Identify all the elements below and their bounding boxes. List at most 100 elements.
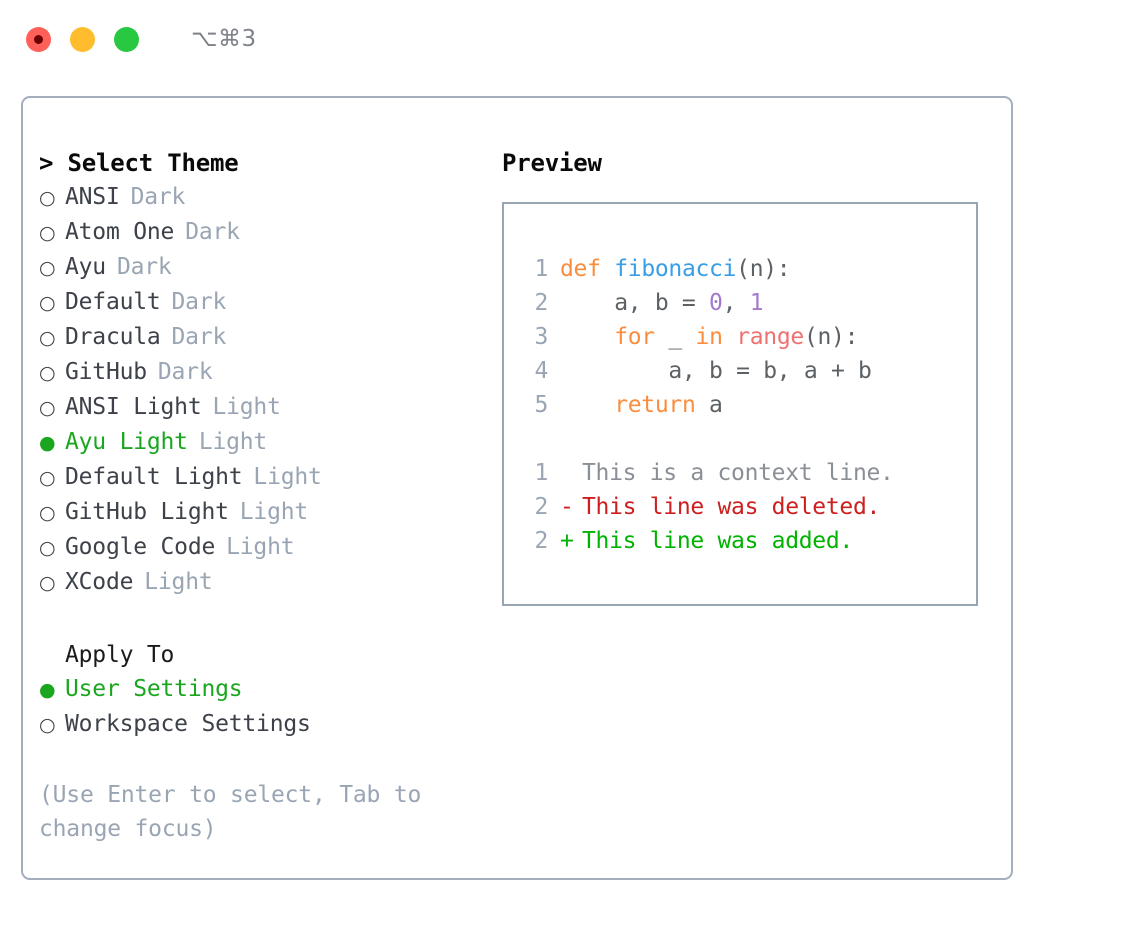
apply-to-list: ● User Settings ○ Workspace Settings <box>39 672 489 742</box>
code-line-text: a, b = b, a + b <box>560 354 872 388</box>
code-token: 1 <box>749 290 764 316</box>
radio-icon: ○ <box>39 572 56 594</box>
diff-lines: 1 This is a context line. 2-This line was… <box>518 456 970 558</box>
theme-option-google-code[interactable]: ○ Google Code Light <box>39 530 489 565</box>
line-number: 4 <box>534 358 548 384</box>
apply-to-option-label: User Settings <box>65 676 243 702</box>
code-token <box>560 392 614 418</box>
line-number: 1 <box>534 460 548 486</box>
theme-option-tag: Dark <box>157 359 213 385</box>
theme-option-label: Default <box>65 289 161 315</box>
apply-to-option-label: Workspace Settings <box>65 711 311 737</box>
radio-icon: ○ <box>39 292 56 314</box>
theme-option-ayu-light[interactable]: ● Ayu Light Light <box>39 425 489 460</box>
theme-option-default[interactable]: ○ Default Dark <box>39 285 489 320</box>
radio-icon: ○ <box>39 397 56 419</box>
theme-option-label: GitHub <box>65 359 147 385</box>
minimize-button[interactable] <box>70 26 95 52</box>
code-token <box>723 324 737 350</box>
line-number: 2 <box>534 528 548 554</box>
code-line: 5 return a <box>518 388 970 422</box>
theme-option-label: Ayu Light <box>65 429 188 455</box>
theme-option-label: Ayu <box>65 254 106 280</box>
code-line-text: return a <box>560 388 723 422</box>
code-token: a, b = <box>560 290 710 316</box>
code-token: a <box>695 392 723 418</box>
theme-option-label: ANSI Light <box>65 394 202 420</box>
theme-option-tag: Dark <box>185 219 240 245</box>
code-token: , <box>722 290 750 316</box>
theme-option-label: Atom One <box>65 219 175 245</box>
theme-option-tag: Light <box>198 429 268 455</box>
theme-option-tag: Dark <box>116 254 172 280</box>
line-number: 5 <box>534 392 548 418</box>
line-number: 3 <box>534 324 548 350</box>
code-line: 2 a, b = 0, 1 <box>518 286 970 320</box>
code-token: in <box>695 324 723 350</box>
theme-option-tag: Light <box>226 534 295 560</box>
code-token: 0 <box>709 290 723 316</box>
diff-line-text: This line was deleted. <box>582 494 881 520</box>
radio-icon: ○ <box>39 362 56 384</box>
maximize-button[interactable] <box>114 26 139 52</box>
code-blank-line <box>518 422 970 456</box>
title-bar: ⌥⌘3 <box>0 0 1140 78</box>
radio-selected-icon: ● <box>39 432 56 454</box>
radio-icon: ○ <box>39 467 56 489</box>
code-token: a, b = b, a + b <box>560 358 872 384</box>
line-number: 1 <box>534 256 548 282</box>
apply-to-option-workspace-settings[interactable]: ○ Workspace Settings <box>39 707 489 742</box>
code-token: (n): <box>803 324 859 350</box>
code-token <box>560 324 614 350</box>
code-token: return <box>614 392 696 418</box>
code-line: 4 a, b = b, a + b <box>518 354 970 388</box>
radio-icon: ○ <box>39 714 56 736</box>
code-line-text: for _ in range(n): <box>560 320 858 354</box>
code-line: 3 for _ in range(n): <box>518 320 970 354</box>
spacer <box>39 600 489 638</box>
code-token <box>601 256 615 282</box>
code-line-text: a, b = 0, 1 <box>560 286 763 320</box>
code-line-text: def fibonacci(n): <box>560 252 791 286</box>
code-token: range <box>736 324 804 350</box>
theme-option-tag: Dark <box>171 324 227 350</box>
diff-marker: - <box>560 494 574 520</box>
close-button[interactable] <box>26 26 51 52</box>
code-line: 1 def fibonacci(n): <box>518 252 970 286</box>
theme-option-tag: Light <box>144 569 213 595</box>
theme-option-github[interactable]: ○ GitHub Dark <box>39 355 489 390</box>
apply-to-heading: Apply To <box>65 642 175 668</box>
radio-selected-icon: ● <box>39 679 56 701</box>
diff-line-ctx: 1 This is a context line. <box>518 456 970 490</box>
keyboard-hint: (Use Enter to select, Tab to change focu… <box>39 782 422 842</box>
radio-icon: ○ <box>39 257 56 279</box>
diff-line-text: This is a context line. <box>582 460 894 486</box>
theme-option-label: ANSI <box>65 184 120 210</box>
theme-option-label: XCode <box>65 569 134 595</box>
apply-to-option-user-settings[interactable]: ● User Settings <box>39 672 489 707</box>
code-token: _ <box>654 324 696 350</box>
diff-line-add: 2+This line was added. <box>518 524 970 558</box>
select-theme-heading: > Select Theme <box>39 149 239 177</box>
theme-option-tag: Light <box>239 499 309 525</box>
theme-option-label: Google Code <box>65 534 216 560</box>
theme-option-xcode[interactable]: ○ XCode Light <box>39 565 489 600</box>
theme-option-label: Default Light <box>65 464 243 490</box>
theme-option-ayu[interactable]: ○ Ayu Dark <box>39 250 489 285</box>
line-number: 2 <box>534 290 548 316</box>
theme-option-tag: Dark <box>171 289 227 315</box>
radio-icon: ○ <box>39 537 56 559</box>
diff-marker: + <box>560 528 574 554</box>
